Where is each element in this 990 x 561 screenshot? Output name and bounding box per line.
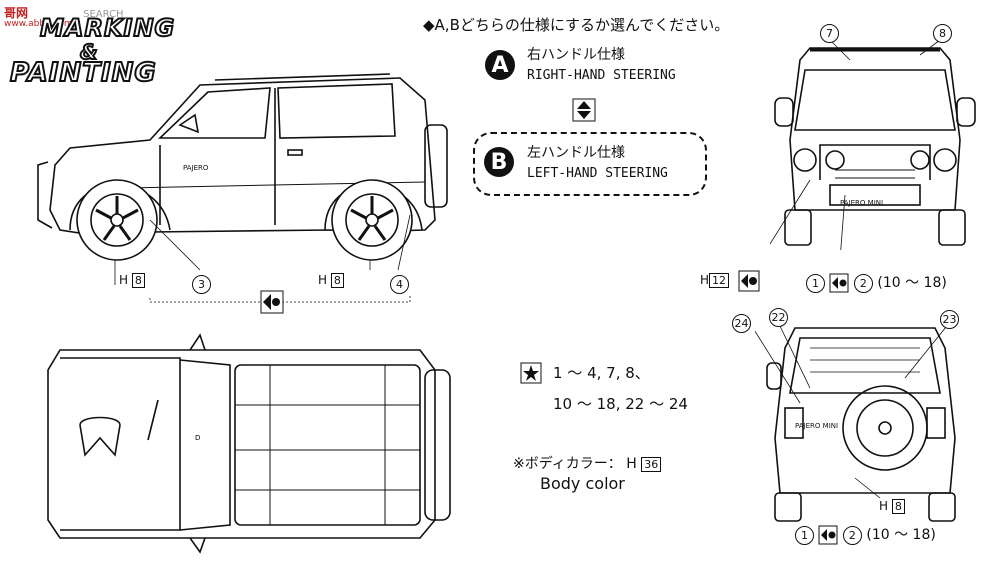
option-b-jp: 左ハンドル仕様 bbox=[527, 145, 625, 161]
star-decal-icon bbox=[520, 362, 542, 384]
title-painting: PAINTING bbox=[9, 57, 157, 89]
decal-icon bbox=[818, 525, 838, 545]
body-color-jp: ※ボディカラー： H 36 bbox=[513, 453, 662, 473]
legend-line1: 1 〜 4, 7, 8、 bbox=[553, 364, 650, 382]
rear-h: H 8 bbox=[879, 499, 905, 514]
front-plate: PAJERO MINI bbox=[840, 199, 883, 207]
decal-side-icon bbox=[260, 290, 284, 314]
side-view-drawing: PAJERO bbox=[37, 73, 448, 303]
top-view-drawing: D bbox=[47, 333, 451, 554]
site-watermark: 哥网 SEARCH www.abba.com bbox=[4, 2, 124, 29]
decal-front-icon bbox=[738, 270, 760, 292]
callout-23: 23 bbox=[940, 310, 959, 329]
callout-8: 8 bbox=[933, 24, 952, 43]
rear-decal-line: 1 2 (10 〜 18) bbox=[795, 524, 936, 545]
watermark-logo: 哥网 bbox=[4, 6, 29, 20]
side-badge: PAJERO bbox=[183, 164, 209, 172]
option-a-en: RIGHT-HAND STEERING bbox=[527, 68, 676, 83]
side-h-front: H 8 bbox=[119, 273, 145, 288]
badge-b: B bbox=[484, 147, 514, 177]
option-a-jp: 右ハンドル仕様 bbox=[527, 47, 625, 63]
decal-icon bbox=[829, 273, 849, 293]
callout-22: 22 bbox=[769, 308, 788, 327]
title-ampersand: & bbox=[79, 39, 99, 65]
option-b-box bbox=[473, 132, 707, 196]
option-b: B bbox=[484, 147, 514, 177]
badge-a: A bbox=[485, 50, 515, 80]
watermark-url: www.abba.com bbox=[4, 19, 73, 29]
front-view-drawing: PAJERO MINI bbox=[770, 39, 976, 250]
callout-7: 7 bbox=[820, 24, 839, 43]
body-color-en: Body color bbox=[540, 474, 625, 493]
option-a: A bbox=[485, 50, 515, 80]
swap-arrows-icon bbox=[572, 98, 596, 122]
side-h-rear: H 8 bbox=[318, 273, 344, 288]
legend-line2: 10 〜 18, 22 〜 24 bbox=[553, 395, 688, 413]
front-decal-line: 1 2 (10 〜 18) bbox=[806, 272, 947, 293]
title-marking: MARKING bbox=[39, 13, 176, 43]
watermark-search: SEARCH bbox=[83, 9, 124, 20]
rear-plate: PAJERO MINI bbox=[795, 422, 838, 430]
rear-view-drawing: PAJERO MINI bbox=[755, 321, 956, 522]
callout-3: 3 bbox=[192, 275, 211, 294]
svg-text:D: D bbox=[195, 434, 200, 442]
option-b-en: LEFT-HAND STEERING bbox=[527, 166, 668, 181]
instruction-text: ◆A,Bどちらの仕様にするか選んでください。 bbox=[423, 16, 730, 34]
callout-4: 4 bbox=[390, 275, 409, 294]
callout-24: 24 bbox=[732, 314, 751, 333]
